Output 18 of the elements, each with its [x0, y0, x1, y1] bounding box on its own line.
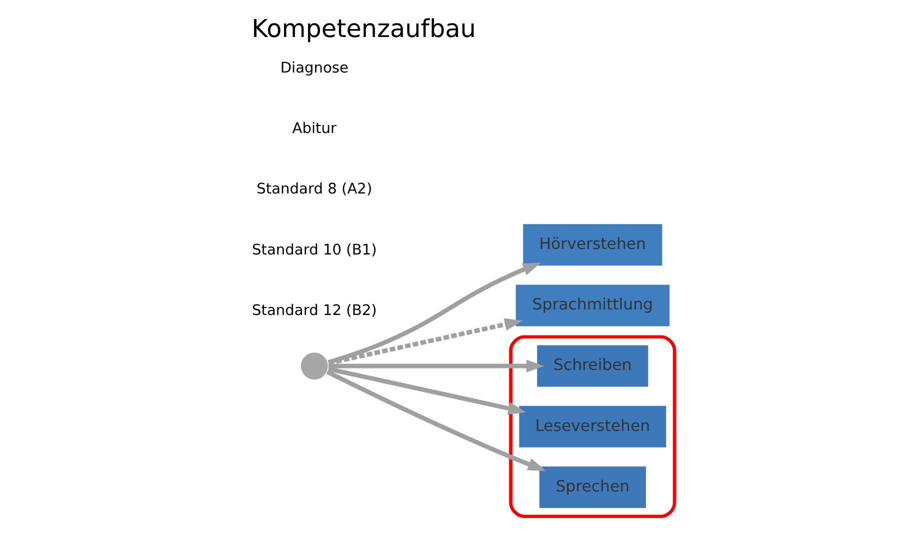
- arrow: [328, 318, 522, 366]
- arrow: [328, 360, 544, 372]
- node-box: Hörverstehen: [522, 224, 662, 266]
- arrow: [328, 366, 526, 415]
- node-box: Sprachmittlung: [515, 284, 669, 326]
- arrow: [326, 370, 546, 471]
- label: Diagnose: [280, 60, 348, 77]
- node-box: Schreiben: [536, 345, 648, 387]
- diagram-title: Kompetenzaufbau: [251, 14, 476, 43]
- label: Abitur: [292, 120, 336, 138]
- node-box: Sprechen: [538, 466, 646, 508]
- node-box: Leseverstehen: [518, 406, 666, 448]
- node-circle: [299, 351, 328, 381]
- arrow: [327, 262, 540, 364]
- label: Standard 10 (B1): [252, 241, 376, 258]
- cluster: [508, 335, 676, 518]
- label: Standard 8 (A2): [256, 180, 372, 198]
- label: Standard 12 (B2): [252, 302, 376, 319]
